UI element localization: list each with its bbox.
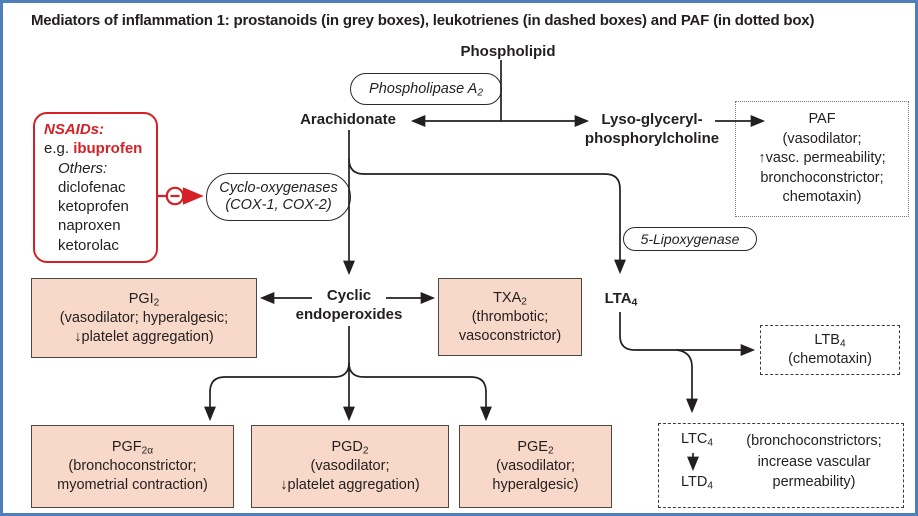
cyclic-line2: endoperoxides xyxy=(295,306,403,323)
nsaids-drug: diclofenac xyxy=(58,178,126,196)
nsaids-others-label: Others: xyxy=(58,159,108,177)
arrow-lta4-to-ltc4 xyxy=(676,349,698,414)
arrow-cyclic-to-pge2 xyxy=(348,362,492,422)
pgi2-line: ↓platelet aggregation) xyxy=(74,328,214,345)
paf-line: (vasodilator; xyxy=(782,130,862,147)
lyso-line2: phosphorylcholine xyxy=(584,130,720,147)
ltb4-title: LTB4 xyxy=(814,332,846,350)
txa2-title: TXA2 xyxy=(493,289,527,308)
enzyme-phospholipase-a2: Phospholipase A2 xyxy=(350,73,502,105)
nsaids-heading: NSAIDs: xyxy=(44,121,105,138)
ltcd-description: (bronchoconstrictors; increase vascular … xyxy=(729,431,899,493)
ltb4-line: (chemotaxin) xyxy=(788,351,872,367)
box-pgi2: PGI2 (vasodilator; hyperalgesic; ↓platel… xyxy=(31,278,257,358)
box-nsaids: NSAIDs: e.g. ibuprofen Others: diclofena… xyxy=(33,112,158,263)
pgi2-line: (vasodilator; hyperalgesic; xyxy=(59,309,229,326)
box-txa2: TXA2 (thrombotic; vasoconstrictor) xyxy=(438,278,582,356)
cox-line1: Cyclo-oxygenases xyxy=(219,180,338,196)
pgf2a-line: myometrial contraction) xyxy=(57,477,208,493)
txa2-line: vasoconstrictor) xyxy=(458,327,562,344)
ltd4-label: LTD4 xyxy=(681,474,713,492)
box-ltb4: LTB4 (chemotaxin) xyxy=(760,325,900,375)
node-lyso-glyceryl-phosphorylcholine: Lyso-glyceryl- phosphorylcholine xyxy=(576,110,728,148)
nsaids-example-line: e.g. ibuprofen xyxy=(44,140,143,158)
paf-line: chemotaxin) xyxy=(782,189,862,206)
lyso-line1: Lyso-glyceryl- xyxy=(601,111,703,128)
enzyme-phospholipase-a2-label: Phospholipase A2 xyxy=(369,80,483,99)
cyclic-line1: Cyclic xyxy=(326,287,372,304)
pge2-line: hyperalgesic) xyxy=(492,477,579,493)
node-phospholipid: Phospholipid xyxy=(460,43,556,60)
ltcd-line: (bronchoconstrictors; xyxy=(746,433,882,449)
paf-line: bronchoconstrictor; xyxy=(760,169,884,186)
box-paf: PAF (vasodilator; ↑vasc. permeability; b… xyxy=(735,101,909,217)
inhibition-minus-icon xyxy=(165,186,185,206)
arrow-cyclic-to-pgf2a xyxy=(204,362,350,422)
ltcd-line: increase vascular xyxy=(757,453,871,470)
paf-title: PAF xyxy=(808,111,836,128)
ltcd-line: permeability) xyxy=(772,474,856,490)
arrow-lta4-to-ltb4 xyxy=(619,312,756,356)
enzyme-cyclo-oxygenases: Cyclo-oxygenases (COX-1, COX-2) xyxy=(206,173,351,221)
paf-line: ↑vasc. permeability; xyxy=(758,150,886,167)
nsaids-drug: ketorolac xyxy=(58,236,119,254)
box-pgd2: PGD2 (vasodilator; ↓platelet aggregation… xyxy=(251,425,449,508)
ltc4-label: LTC4 xyxy=(681,431,713,449)
diagram-title: Mediators of inflammation 1: prostanoids… xyxy=(31,12,815,29)
enzyme-5-lipoxygenase: 5-Lipoxygenase xyxy=(623,227,757,251)
pge2-title: PGE2 xyxy=(517,439,554,457)
box-pgf2a: PGF2α (bronchoconstrictor; myometrial co… xyxy=(31,425,234,508)
pgf2a-title: PGF2α xyxy=(111,439,154,457)
node-arachidonate: Arachidonate xyxy=(300,111,396,128)
nsaids-example-drug: ibuprofen xyxy=(73,140,143,158)
pgf2a-line: (bronchoconstrictor; xyxy=(68,458,197,474)
cox-line2: (COX-1, COX-2) xyxy=(225,197,332,213)
box-ltc4-ltd4: LTC4 LTD4 (bronchoconstrictors; increase… xyxy=(658,423,904,508)
pge2-line: (vasodilator; xyxy=(496,458,575,474)
nsaids-drug: ketoprofen xyxy=(58,198,129,216)
pgd2-line: ↓platelet aggregation) xyxy=(280,477,420,493)
pgd2-title: PGD2 xyxy=(331,439,369,457)
pgi2-title: PGI2 xyxy=(128,290,160,309)
pgd2-line: (vasodilator; xyxy=(310,458,390,474)
nsaids-drug: naproxen xyxy=(58,217,121,235)
box-pge2: PGE2 (vasodilator; hyperalgesic) xyxy=(459,425,612,508)
node-lta4: LTA4 xyxy=(604,290,638,309)
arrow-arachidonate-to-lta4 xyxy=(348,158,626,275)
node-cyclic-endoperoxides: Cyclic endoperoxides xyxy=(294,286,404,324)
txa2-line: (thrombotic; xyxy=(471,308,549,325)
